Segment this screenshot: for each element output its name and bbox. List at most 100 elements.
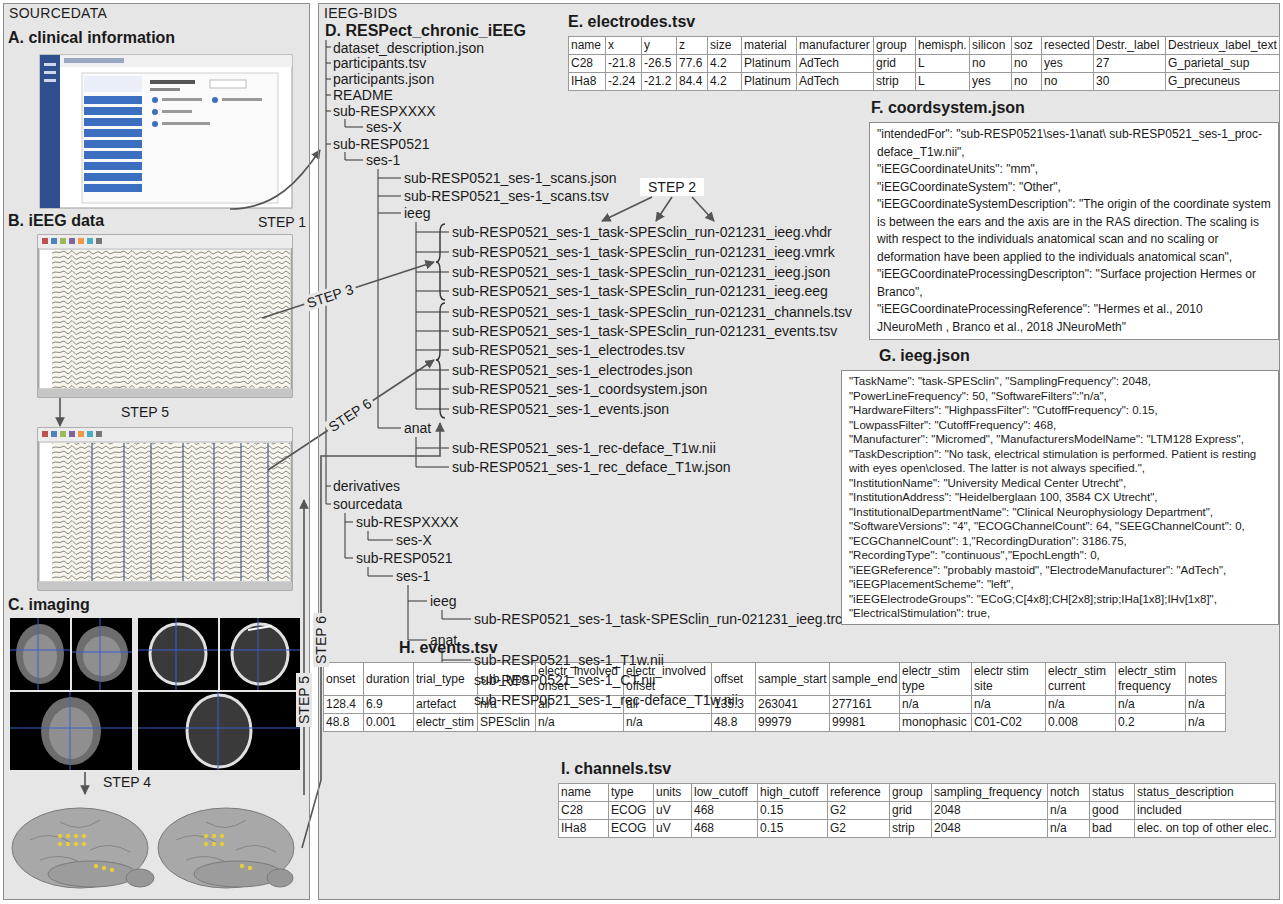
table-cell: bad bbox=[1090, 820, 1135, 838]
json-line: "TaskDescription": "No task, electrical … bbox=[849, 447, 1271, 476]
header-cell: group bbox=[874, 37, 916, 55]
cell-text: group bbox=[892, 785, 923, 799]
coordsystem-box: F. coordsystem.json"intendedFor": "sub-R… bbox=[869, 97, 1279, 340]
table-title: E. electrodes.tsv bbox=[568, 11, 1280, 32]
tsv-table: onsetdurationtrial_typesub_typeelectr_in… bbox=[323, 662, 1226, 732]
cell-text: z bbox=[679, 38, 685, 52]
table-cell: artefact bbox=[414, 696, 478, 714]
header-cell: offset bbox=[712, 663, 756, 696]
table-cell: G_precuneus bbox=[1166, 73, 1280, 91]
header-cell: duration bbox=[364, 663, 414, 696]
cell-text: trial_type bbox=[416, 672, 465, 686]
table-cell: good bbox=[1090, 802, 1135, 820]
header-cell: electr_stim type bbox=[900, 663, 972, 696]
tree-entry: sub-RESP0521_ses-1_task-SPESclin_run-021… bbox=[452, 244, 835, 260]
header-cell: high_cutoff bbox=[758, 784, 828, 802]
step4-arrow bbox=[84, 772, 86, 794]
cell-text: n/a bbox=[974, 697, 991, 711]
step5-arrow bbox=[59, 398, 61, 426]
header-cell: material bbox=[742, 37, 797, 55]
header-cell: soz bbox=[1012, 37, 1042, 55]
tree-entry: dataset_description.json bbox=[333, 40, 484, 56]
cell-text: electr_stim type bbox=[902, 664, 960, 693]
tree-entry: sub-RESP0521_ses-1_T1w.nii bbox=[474, 652, 664, 668]
tree-entry: sub-RESP0521_ses-1_rec-deface_T1w.nii bbox=[474, 692, 738, 708]
table-body: onsetdurationtrial_typesub_typeelectr_in… bbox=[324, 663, 1226, 732]
cell-text: low_cutoff bbox=[694, 785, 748, 799]
cell-text: sample_end bbox=[832, 672, 897, 686]
table-cell: n/a bbox=[536, 714, 624, 732]
tree-entry: ses-X bbox=[366, 119, 402, 135]
cell-text: 0.008 bbox=[1048, 715, 1078, 729]
data-row: C28-21.8-26.577.64.2PlatinumAdTechgridLn… bbox=[569, 55, 1280, 73]
cell-text: bad bbox=[1092, 821, 1112, 835]
tree-entry: sourcedata bbox=[333, 496, 402, 512]
cell-text: no bbox=[1014, 74, 1027, 88]
cell-text: 4.2 bbox=[710, 56, 727, 70]
step-label: STEP 6 bbox=[313, 613, 329, 667]
panel-title: IEEG-BIDS bbox=[319, 4, 1279, 21]
tree-entry: sub-RESP0521_ses-1_coordsystem.json bbox=[452, 381, 707, 397]
table-cell: n/a bbox=[1048, 820, 1090, 838]
table-cell: IHa8 bbox=[559, 820, 609, 838]
table-body: namexyzsizematerialmanufacturergrouphemi… bbox=[569, 37, 1280, 91]
cell-text: onset bbox=[326, 672, 355, 686]
table-cell: Platinum bbox=[742, 73, 797, 91]
table-cell: grid bbox=[874, 55, 916, 73]
cell-text: 27 bbox=[1096, 56, 1109, 70]
tree-entry: sub-RESP0521_ses-1_rec-deface_T1w.nii bbox=[452, 440, 716, 456]
json-line: "iEEGCoordinateProcessingReference": "He… bbox=[877, 301, 1271, 336]
step2-arrow bbox=[692, 197, 714, 221]
ieeg-json-box: G. ieeg.json"TaskName": "task-SPESclin",… bbox=[841, 345, 1279, 625]
header-cell: z bbox=[677, 37, 708, 55]
cell-text: uV bbox=[656, 821, 671, 835]
header-cell: notes bbox=[1186, 663, 1226, 696]
json-line: "LowpassFilter": "CutoffFrequency": 468, bbox=[849, 418, 1271, 433]
json-line: "iEEGCoordinateUnits": "mm", bbox=[877, 161, 1271, 179]
table-cell: 4.2 bbox=[708, 55, 742, 73]
step-label: STEP 3 bbox=[302, 280, 358, 312]
cell-text: 30 bbox=[1096, 74, 1109, 88]
tree-entry: participants.json bbox=[333, 71, 434, 87]
step3-arrow bbox=[262, 262, 434, 318]
table-cell: n/a bbox=[1046, 696, 1116, 714]
cell-text: -21.2 bbox=[644, 74, 671, 88]
header-cell: x bbox=[606, 37, 642, 55]
table-cell: n/a bbox=[624, 714, 712, 732]
table-cell: -26.5 bbox=[642, 55, 677, 73]
cell-text: 4.2 bbox=[710, 74, 727, 88]
cell-text: C28 bbox=[571, 56, 593, 70]
tree-entry: sub-RESP0521_ses-1_task-SPESclin_run-021… bbox=[452, 264, 830, 280]
cell-text: G2 bbox=[830, 803, 846, 817]
table-cell: -21.8 bbox=[606, 55, 642, 73]
tree-entry: sub-RESP0521_ses-1_task-SPESclin_run-021… bbox=[452, 323, 837, 339]
cell-text: status_description bbox=[1137, 785, 1234, 799]
source-panel: SOURCEDATA bbox=[3, 3, 310, 900]
cell-text: electr_stim bbox=[416, 715, 474, 729]
cell-text: elec. on top of other elec. bbox=[1137, 821, 1272, 835]
cell-text: strip bbox=[876, 74, 899, 88]
cell-text: n/a bbox=[1048, 697, 1065, 711]
cell-text: material bbox=[744, 38, 787, 52]
table-cell: Platinum bbox=[742, 55, 797, 73]
cell-text: group bbox=[876, 38, 907, 52]
table-cell: SPESclin bbox=[478, 714, 536, 732]
header-cell: silicon bbox=[970, 37, 1012, 55]
cell-text: 277161 bbox=[832, 697, 872, 711]
cell-text: notch bbox=[1050, 785, 1079, 799]
cell-text: -26.5 bbox=[644, 56, 671, 70]
header-row: nametypeunitslow_cutoffhigh_cutoffrefere… bbox=[559, 784, 1276, 802]
cell-text: sample_start bbox=[758, 672, 827, 686]
header-cell: name bbox=[559, 784, 609, 802]
cell-text: grid bbox=[876, 56, 896, 70]
cell-text: offset bbox=[714, 672, 743, 686]
cell-text: good bbox=[1092, 803, 1119, 817]
cell-text: n/a bbox=[1188, 715, 1205, 729]
table-cell: 277161 bbox=[830, 696, 900, 714]
table-cell: AdTech bbox=[797, 73, 874, 91]
cell-text: AdTech bbox=[799, 56, 839, 70]
tree-entry: sub-RESP0521_ses-1_events.json bbox=[452, 401, 669, 417]
tree-entry: sub-RESP0521_ses-1_scans.tsv bbox=[404, 188, 609, 204]
cell-text: n/a bbox=[1050, 803, 1067, 817]
cell-text: C28 bbox=[561, 803, 583, 817]
